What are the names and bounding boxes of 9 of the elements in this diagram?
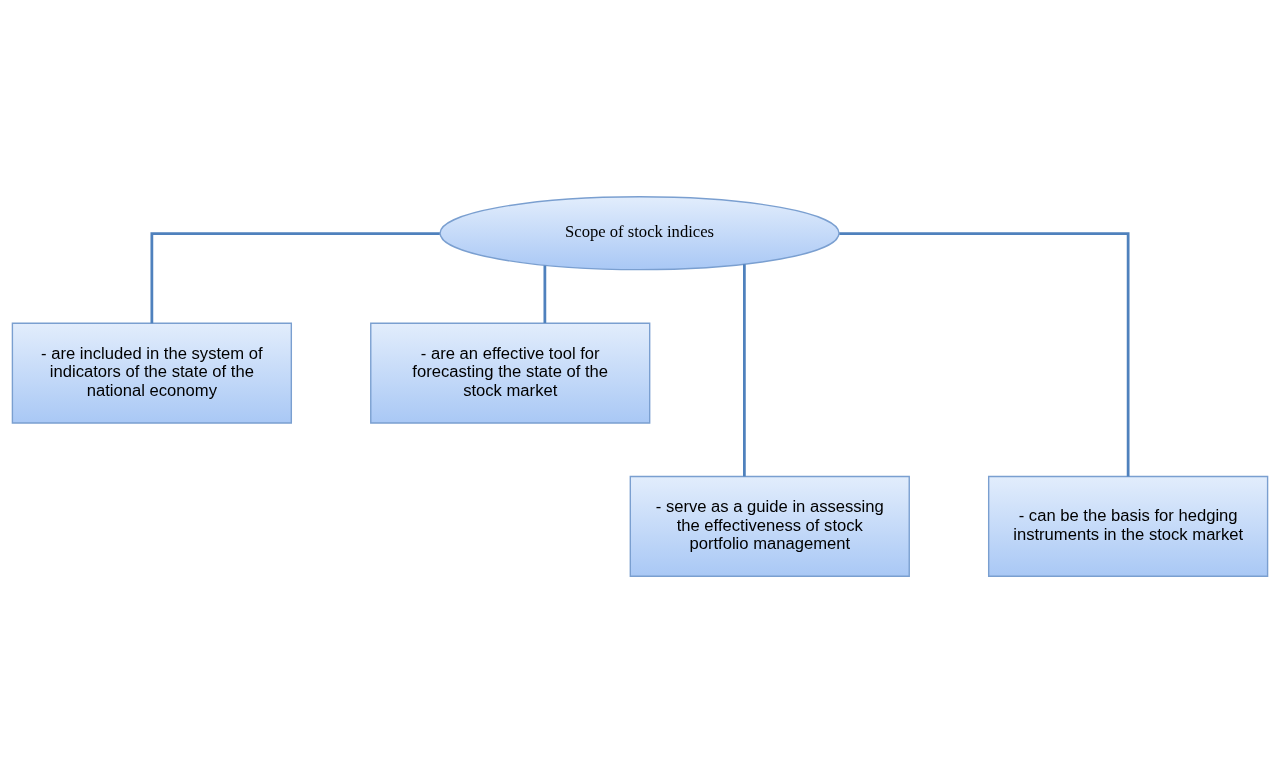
connector (743, 263, 746, 476)
node-box: - are an effective tool for forecasting the state of the stock market (370, 322, 651, 424)
connector (150, 231, 440, 323)
node-box: - can be the basis for hedging instruments in the stock market (987, 475, 1269, 577)
node-box: - serve as a guide in assessing the effectiveness of stock portfolio management (629, 475, 910, 577)
connector (839, 231, 1130, 476)
connector (543, 265, 547, 323)
node-ellipse: Scope of stock indices (439, 195, 840, 270)
node-box: - are included in the system of indicators of the state of the national economy (11, 322, 293, 424)
